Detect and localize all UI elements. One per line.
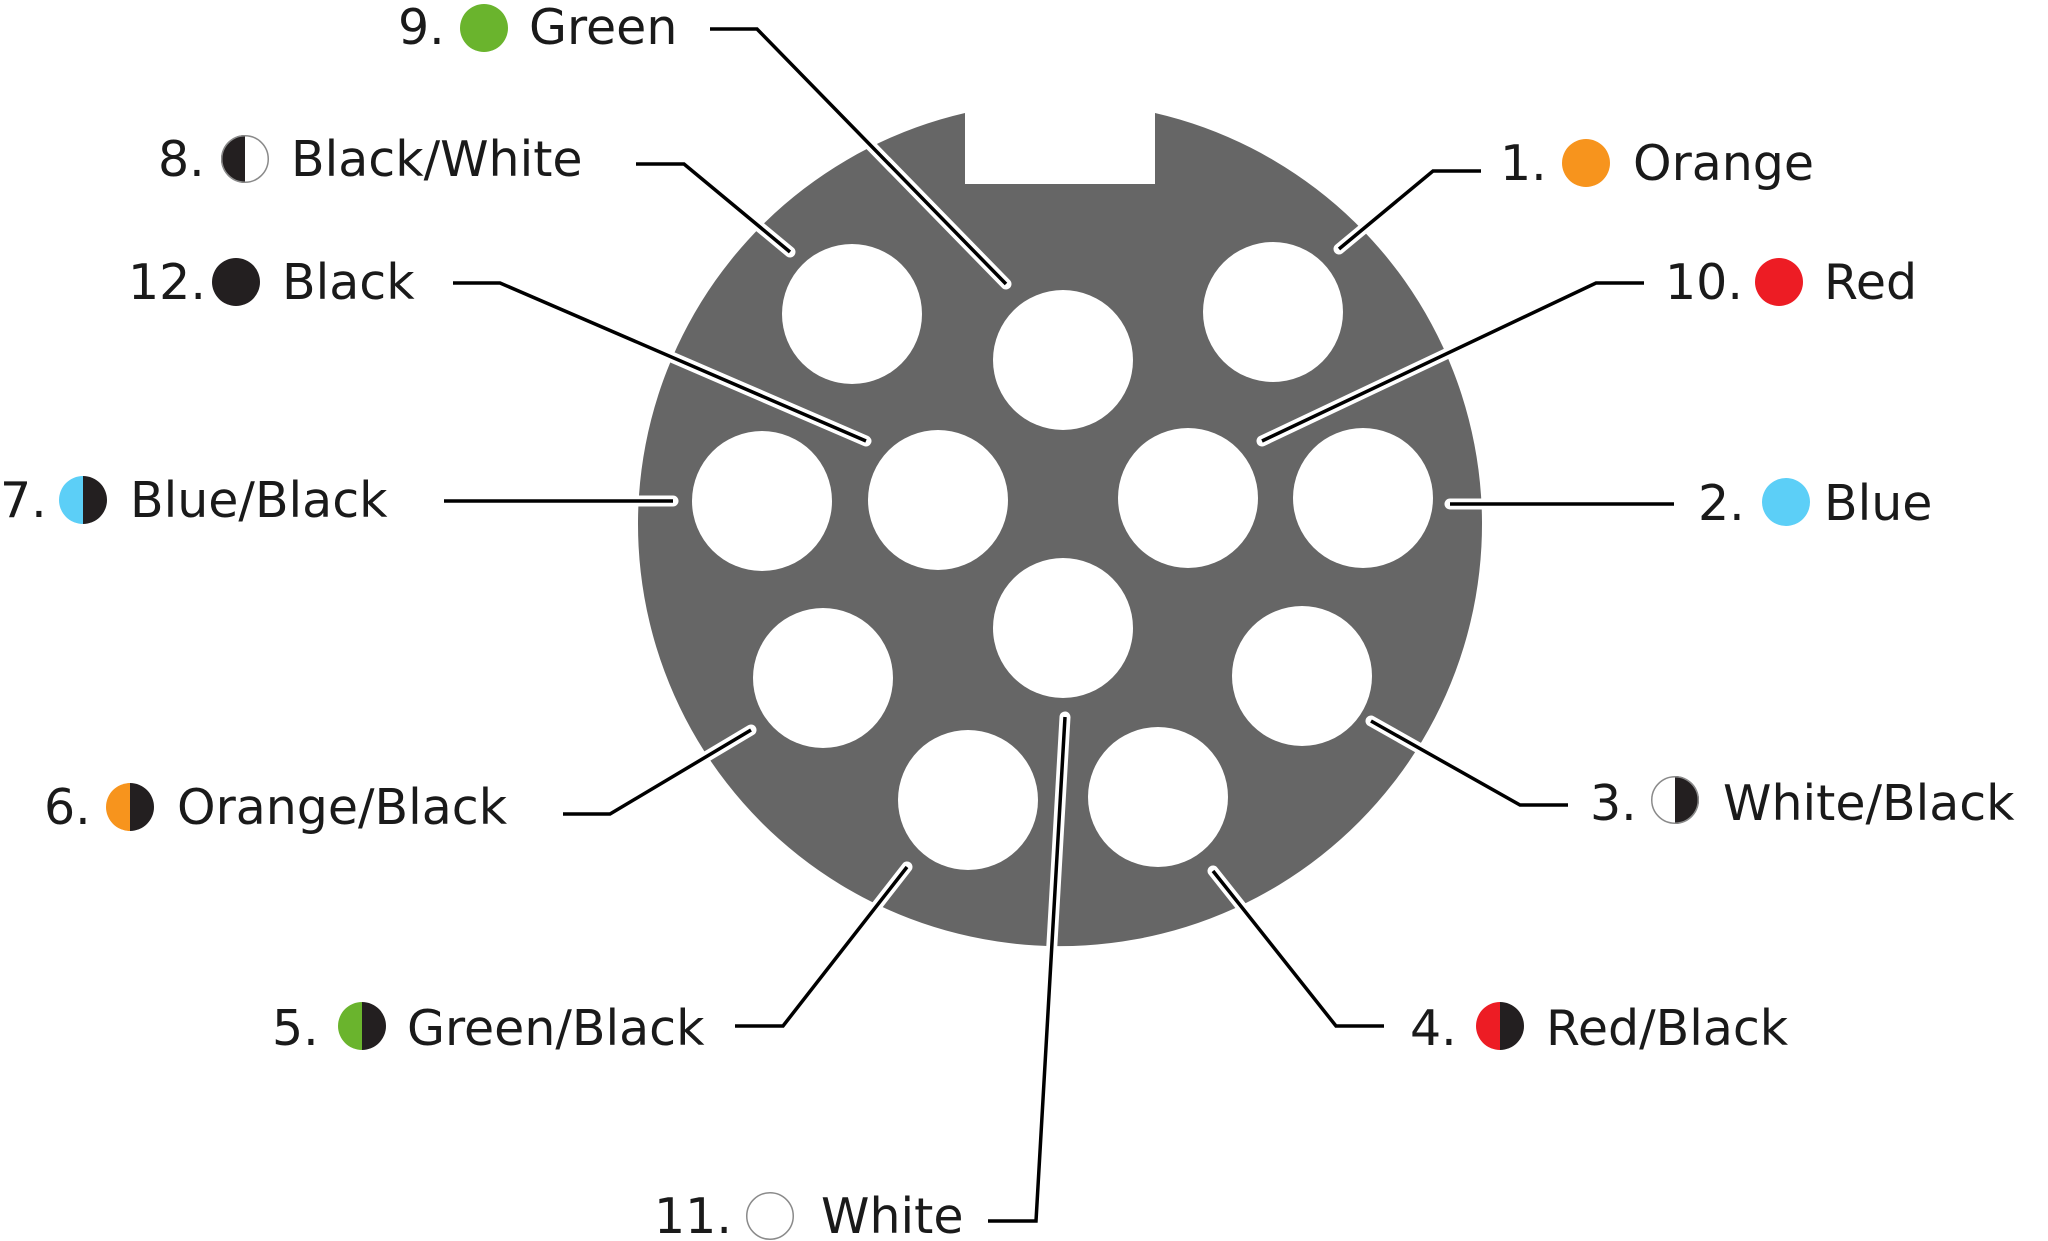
socket-hole-9 xyxy=(993,290,1133,430)
socket-hole-7 xyxy=(692,431,832,571)
socket-holes xyxy=(692,242,1433,870)
wire-color-name: Orange xyxy=(1633,135,1814,192)
socket-hole-11 xyxy=(993,558,1133,698)
pin-number: 12. xyxy=(128,254,206,311)
socket-hole-6 xyxy=(753,608,893,748)
wire-color-swatch-icon xyxy=(221,135,269,183)
pin-number: 1. xyxy=(1500,135,1547,192)
pin-label-6: 6. Orange/Black xyxy=(44,779,508,836)
pin-number: 3. xyxy=(1590,775,1637,832)
wire-color-name: Green xyxy=(529,0,677,56)
pin-label-10: 10. Red xyxy=(1665,254,1917,311)
leader-lines xyxy=(438,23,1680,1227)
pin-label-2: 2. Blue xyxy=(1698,475,1932,532)
wire-color-name: Red/Black xyxy=(1546,1000,1789,1057)
wire-color-name: Red xyxy=(1824,254,1917,311)
wire-color-swatch-icon xyxy=(212,258,260,306)
socket-hole-2 xyxy=(1293,428,1433,568)
wire-color-swatch-icon xyxy=(1762,478,1810,526)
leader-line-pin-1 xyxy=(1337,169,1481,251)
pin-label-1: 1. Orange xyxy=(1500,135,1814,192)
leader-line-pin-6 xyxy=(563,728,752,816)
pin-label-3: 3. White/Black xyxy=(1590,775,2015,832)
leader-line-pin-8 xyxy=(636,162,792,254)
wire-color-swatch-icon xyxy=(746,1192,794,1240)
socket-hole-10 xyxy=(1118,428,1258,568)
pin-number: 8. xyxy=(158,131,205,188)
wire-color-swatch-icon xyxy=(106,783,154,831)
leader-line-pin-10 xyxy=(1261,281,1644,443)
leader-line-pin-11 xyxy=(988,716,1067,1223)
wire-color-name: Orange/Black xyxy=(177,779,508,836)
leader-halo-pin-1 xyxy=(1333,165,1487,255)
pin-label-9: 9. Green xyxy=(398,0,677,56)
socket-hole-10-left xyxy=(868,430,1008,570)
leader-line-pin-12 xyxy=(453,281,867,443)
leader-line-pin-3 xyxy=(1370,719,1568,807)
leader-line-pin-5 xyxy=(735,865,909,1028)
pin-number: 9. xyxy=(398,0,445,56)
pin-label-8: 8. Black/White xyxy=(158,131,583,188)
wire-color-swatch-icon xyxy=(460,4,508,52)
pin-number: 6. xyxy=(44,779,91,836)
wire-color-swatch-icon xyxy=(338,1002,386,1050)
pin-label-12: 12. Black xyxy=(128,254,415,311)
pin-label-11: 11. White xyxy=(654,1188,963,1241)
wire-color-name: Blue xyxy=(1824,475,1932,532)
socket-hole-12 xyxy=(782,244,922,384)
wire-color-swatch-icon xyxy=(1651,776,1699,824)
pin-label-7: 7. Blue/Black xyxy=(0,472,388,529)
pin-number: 2. xyxy=(1698,475,1745,532)
leader-halo-pin-8 xyxy=(630,158,796,258)
wire-color-name: White xyxy=(821,1188,963,1241)
pin-label-5: 5. Green/Black xyxy=(272,1000,705,1057)
pin-number: 11. xyxy=(654,1188,732,1241)
wire-color-swatch-icon xyxy=(1562,139,1610,187)
leader-line-pin-9 xyxy=(710,27,1008,286)
wire-color-name: White/Black xyxy=(1723,775,2015,832)
pin-number: 4. xyxy=(1410,1000,1457,1057)
leader-line-pin-4 xyxy=(1211,869,1384,1028)
wire-color-swatch-icon xyxy=(1755,258,1803,306)
wire-color-name: Black/White xyxy=(291,131,583,188)
socket-hole-3 xyxy=(1232,606,1372,746)
socket-hole-5 xyxy=(898,730,1038,870)
wire-color-swatch-icon xyxy=(1476,1002,1524,1050)
pin-label-4: 4. Red/Black xyxy=(1410,1000,1789,1057)
wire-color-name: Blue/Black xyxy=(130,472,388,529)
wire-color-name: Black xyxy=(282,254,415,311)
wire-color-swatch-icon xyxy=(59,476,107,524)
socket-hole-4 xyxy=(1088,727,1228,867)
pin-number: 10. xyxy=(1665,254,1743,311)
pin-number: 5. xyxy=(272,1000,319,1057)
socket-hole-1 xyxy=(1203,242,1343,382)
wire-color-name: Green/Black xyxy=(407,1000,705,1057)
pin-number: 7. xyxy=(0,472,47,529)
